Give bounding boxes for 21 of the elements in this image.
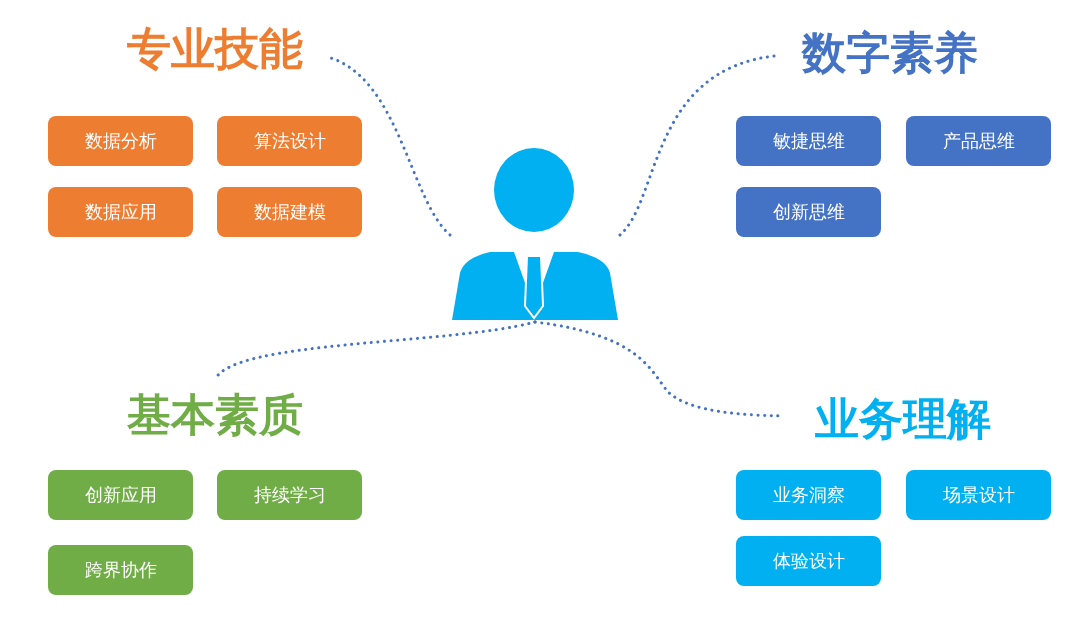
skill-tag: 创新应用 — [48, 470, 193, 520]
skill-tag: 体验设计 — [736, 536, 881, 586]
dotted-connector — [618, 54, 777, 237]
dotted-connector — [533, 320, 782, 418]
skill-tag: 持续学习 — [217, 470, 362, 520]
skill-tag: 创新思维 — [736, 187, 881, 237]
skill-tag: 敏捷思维 — [736, 116, 881, 166]
person-icon — [450, 148, 620, 322]
heading-text: 数字素养 — [802, 31, 978, 75]
skill-tag: 数据建模 — [217, 187, 362, 237]
skill-tag: 算法设计 — [217, 116, 362, 166]
skill-tag: 跨界协作 — [48, 545, 193, 595]
heading-text: 基本素质 — [127, 393, 303, 437]
skill-tag: 场景设计 — [906, 470, 1051, 520]
skill-tag: 数据分析 — [48, 116, 193, 166]
skill-tag: 数据应用 — [48, 187, 193, 237]
skill-tag: 产品思维 — [906, 116, 1051, 166]
dotted-connector — [328, 56, 452, 237]
heading-text: 业务理解 — [814, 397, 991, 441]
skill-tag: 业务洞察 — [736, 470, 881, 520]
heading-text: 专业技能 — [127, 27, 303, 71]
